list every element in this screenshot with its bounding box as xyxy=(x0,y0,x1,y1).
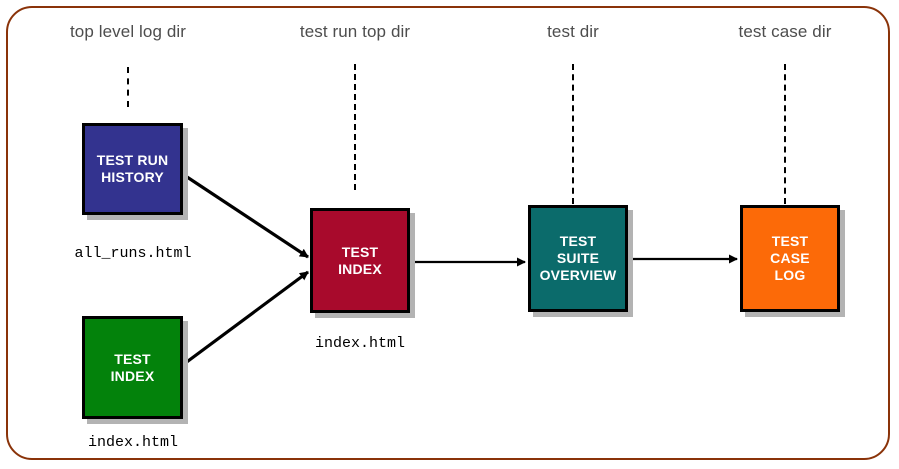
column-heading-test-dir: test dir xyxy=(547,22,599,41)
node-test-index-green[interactable]: TEST INDEX xyxy=(82,316,183,419)
node-label: TEST SUITE OVERVIEW xyxy=(539,233,617,283)
column-dashed-line-top-level-log-dir xyxy=(127,67,129,107)
edge-green-index-to-red-index xyxy=(183,270,309,366)
node-label: TEST INDEX xyxy=(110,350,155,384)
node-test-index-red[interactable]: TEST INDEX xyxy=(310,208,410,313)
column-dashed-line-test-dir xyxy=(572,64,574,204)
node-label: TEST INDEX xyxy=(338,243,382,277)
file-label-index-html-green: index.html xyxy=(87,434,179,451)
node-test-suite-overview[interactable]: TEST SUITE OVERVIEW xyxy=(528,205,628,312)
column-dashed-line-test-run-top-dir xyxy=(354,64,356,190)
node-test-case-log[interactable]: TEST CASE LOG xyxy=(740,205,840,312)
column-heading-test-run-top-dir: test run top dir xyxy=(299,22,411,41)
file-label-all-runs-html: all_runs.html xyxy=(74,245,192,262)
column-heading-top-level-log-dir: top level log dir xyxy=(69,22,187,41)
edge-history-to-index xyxy=(183,173,309,259)
column-dashed-line-test-case-dir xyxy=(784,64,786,204)
node-test-run-history[interactable]: TEST RUN HISTORY xyxy=(82,123,183,215)
file-label-index-html-red: index.html xyxy=(314,335,406,352)
column-heading-test-case-dir: test case dir xyxy=(738,22,832,41)
node-label: TEST RUN HISTORY xyxy=(96,152,169,185)
node-label: TEST CASE LOG xyxy=(770,233,810,283)
